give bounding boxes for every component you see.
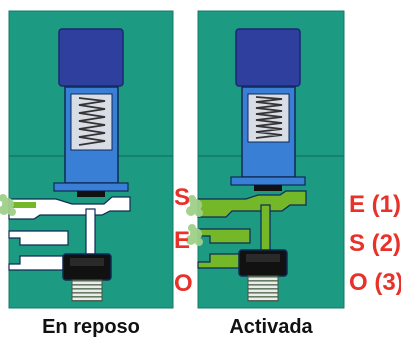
- port-label-right-top: E (1): [349, 191, 401, 218]
- inlet-air-puff: [186, 195, 203, 246]
- actuator-cap: [58, 28, 124, 87]
- port-label-left-middle: E: [174, 227, 191, 254]
- valve-seat: [238, 249, 288, 277]
- supply-passage: [197, 190, 307, 218]
- port-label-right-bottom: O (3): [349, 269, 401, 296]
- outlet-passage: [8, 230, 69, 246]
- caption-activated: Activada: [229, 316, 313, 338]
- return-spring: [71, 279, 103, 302]
- actuator-cap: [235, 28, 301, 87]
- return-spring: [247, 275, 279, 302]
- exhaust-air-puff: [0, 194, 16, 216]
- spring-compressed: [255, 96, 283, 139]
- valve-seat: [62, 253, 112, 281]
- valve-at-rest: [0, 10, 174, 309]
- caption-at-rest: En reposo: [42, 316, 140, 338]
- supply-passage: [8, 196, 131, 220]
- port-label-right-middle: S (2): [349, 230, 401, 257]
- port-label-left-bottom: O: [174, 270, 193, 297]
- valve-activated: [186, 10, 345, 309]
- port-label-left-top: S: [174, 184, 191, 211]
- spring: [78, 97, 106, 146]
